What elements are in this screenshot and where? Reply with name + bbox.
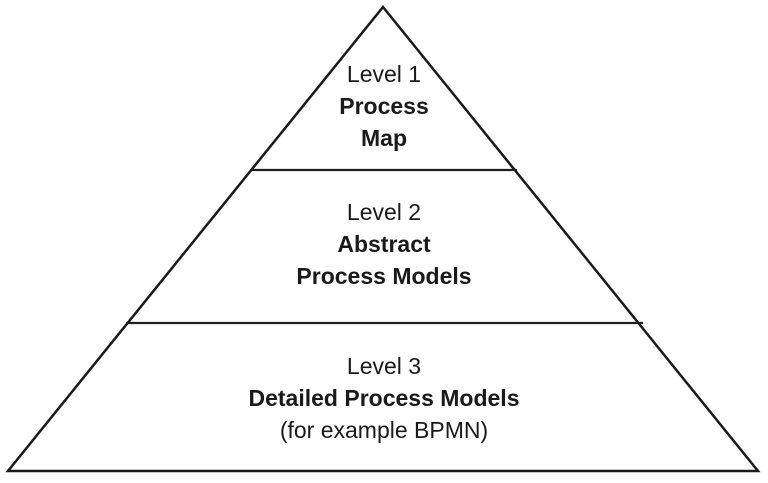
- pyramid-outline: [5, 5, 761, 473]
